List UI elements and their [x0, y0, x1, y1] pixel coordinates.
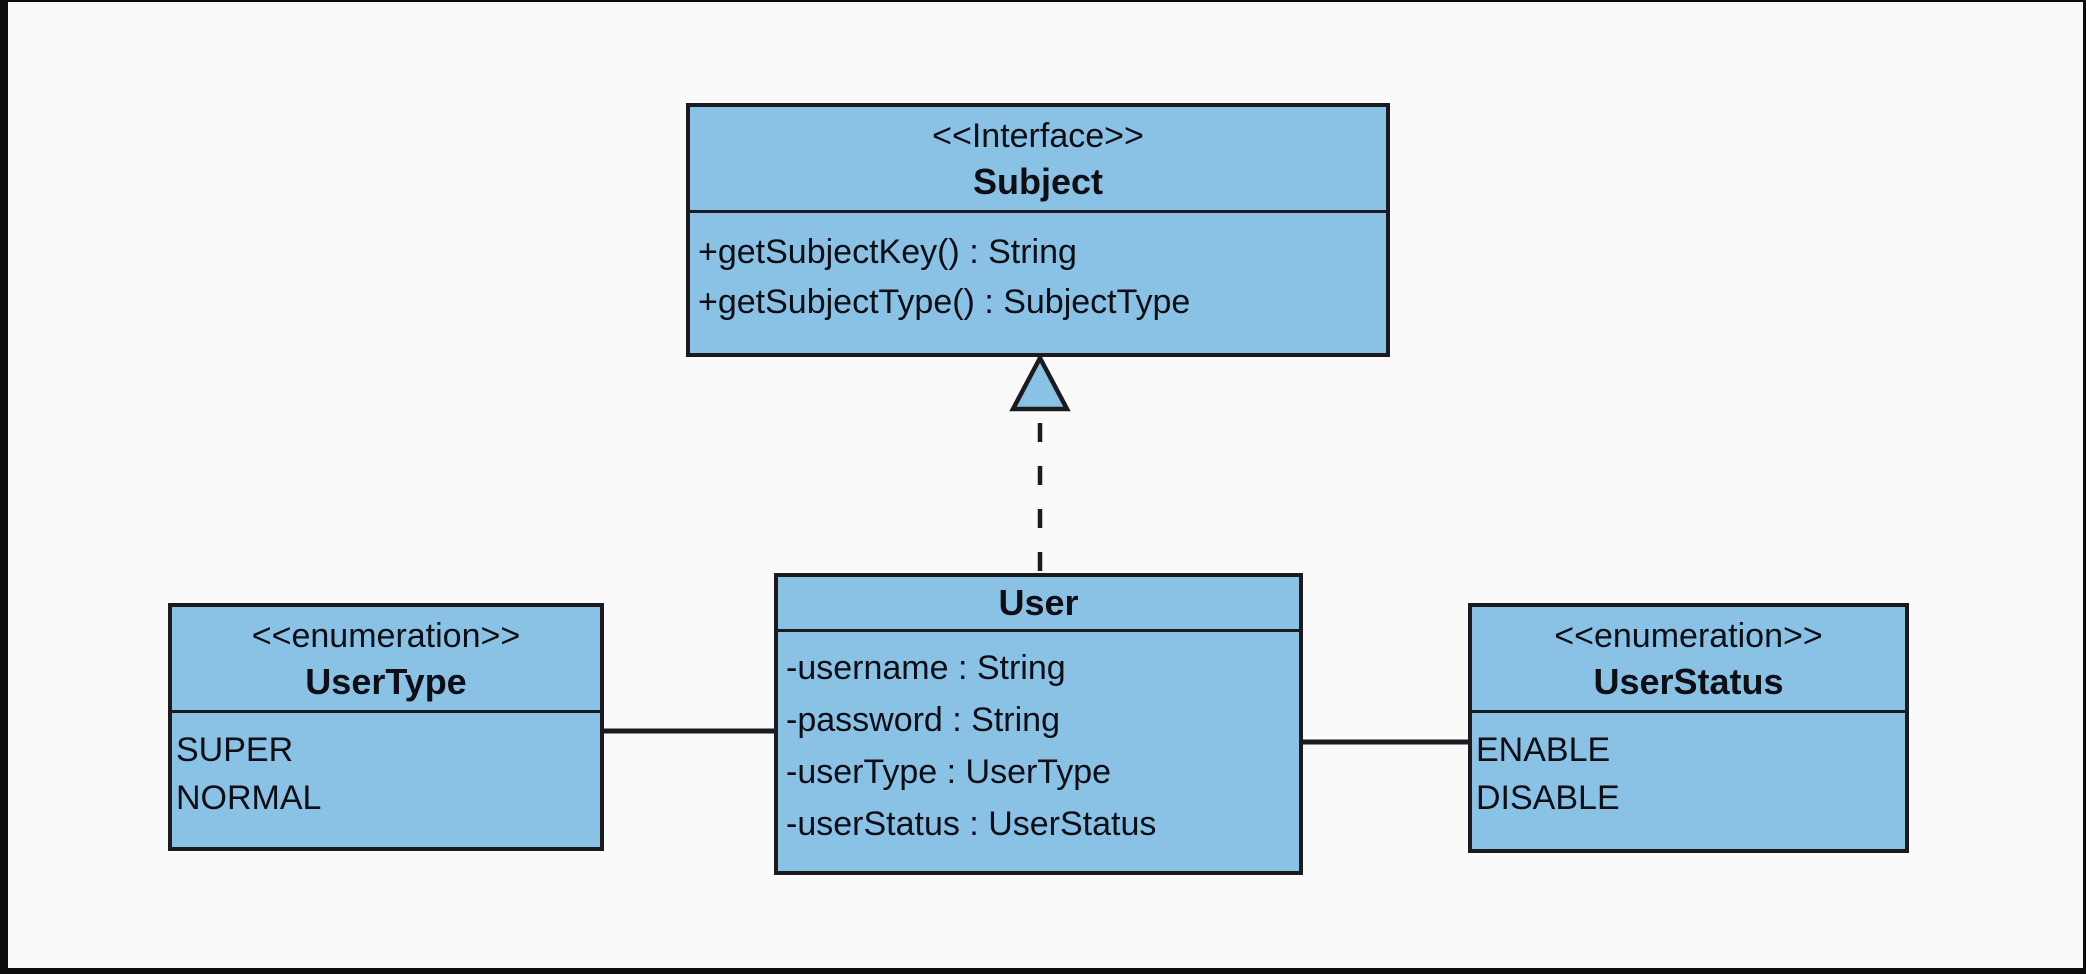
- user-attribute-row: -username : String: [786, 649, 1066, 687]
- subject-members: +getSubjectKey() : String +getSubjectTyp…: [690, 213, 1386, 327]
- class-box-user: User -username : String -password : Stri…: [774, 573, 1303, 875]
- userstatus-stereotype: <<enumeration>>: [1554, 616, 1823, 655]
- user-attribute-row: -userStatus : UserStatus: [786, 805, 1157, 843]
- user-name: User: [998, 582, 1079, 623]
- subject-header: <<Interface>> Subject: [690, 107, 1386, 213]
- usertype-name: UserType: [305, 660, 467, 702]
- subject-method-row: +getSubjectKey() : String: [698, 233, 1077, 271]
- userstatus-literal-row: DISABLE: [1476, 779, 1620, 817]
- userstatus-literal-row: ENABLE: [1476, 731, 1611, 769]
- user-header: User: [778, 577, 1299, 632]
- subject-method-row: +getSubjectType() : SubjectType: [698, 283, 1191, 321]
- usertype-stereotype: <<enumeration>>: [251, 616, 521, 655]
- usertype-members: SUPER NORMAL: [172, 713, 600, 822]
- usertype-literal-row: SUPER: [176, 731, 294, 769]
- subject-stereotype: <<Interface>>: [932, 116, 1144, 155]
- user-members: -username : String -password : String -u…: [778, 632, 1299, 850]
- class-box-subject: <<Interface>> Subject +getSubjectKey() :…: [686, 103, 1390, 357]
- userstatus-header: <<enumeration>> UserStatus: [1472, 607, 1905, 713]
- usertype-header: <<enumeration>> UserType: [172, 607, 600, 713]
- user-attribute-row: -password : String: [786, 701, 1060, 739]
- userstatus-name: UserStatus: [1593, 660, 1784, 702]
- subject-name: Subject: [972, 160, 1104, 202]
- userstatus-members: ENABLE DISABLE: [1472, 713, 1905, 822]
- user-attribute-row: -userType : UserType: [786, 753, 1112, 791]
- enum-box-userstatus: <<enumeration>> UserStatus ENABLE DISABL…: [1468, 603, 1909, 853]
- enum-box-usertype: <<enumeration>> UserType SUPER NORMAL: [168, 603, 604, 851]
- usertype-literal-row: NORMAL: [176, 779, 322, 817]
